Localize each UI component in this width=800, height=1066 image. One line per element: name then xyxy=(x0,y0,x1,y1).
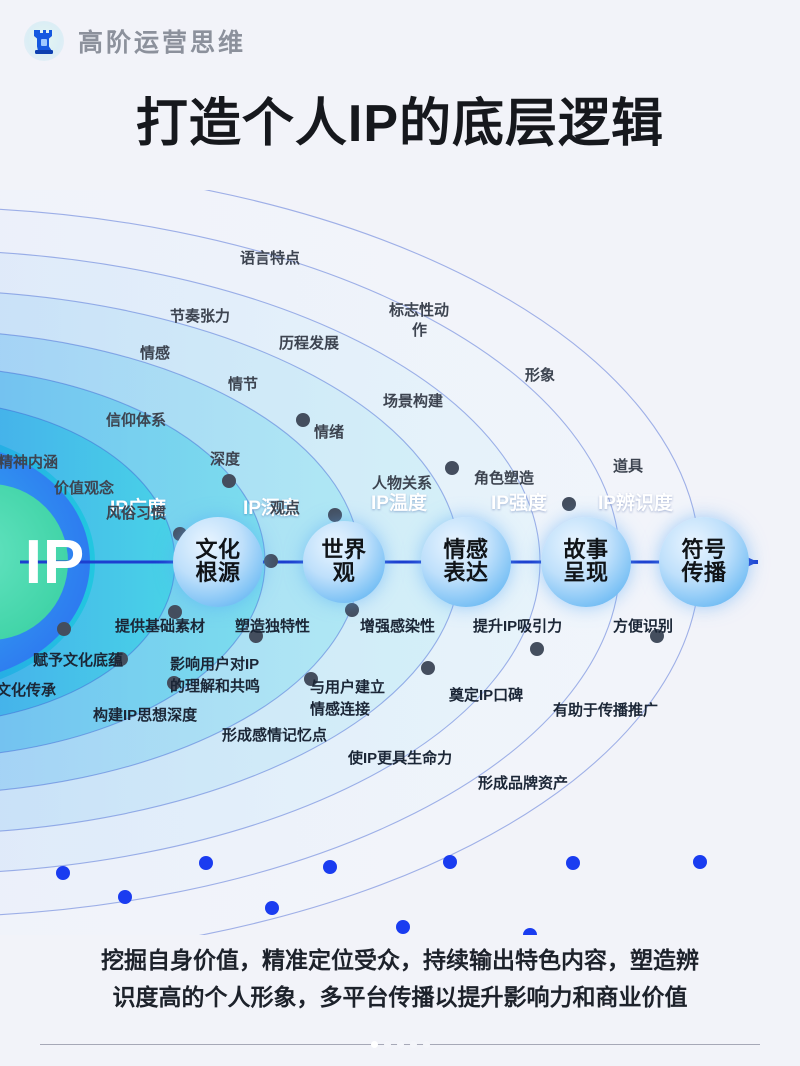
core-node-label: IP xyxy=(24,527,86,597)
stage-node-label-line2: 观 xyxy=(332,560,356,585)
stage-node-worldview[interactable]: 世界 观 xyxy=(303,521,385,603)
stage-node-label-line2: 表达 xyxy=(443,560,489,585)
page-indicator xyxy=(0,1041,800,1048)
stage-node-label-line2: 根源 xyxy=(195,560,241,585)
summary-text: 挖掘自身价值，精准定位受众，持续输出特色内容，塑造辨 识度高的个人形象，多平台传… xyxy=(0,942,800,1017)
stage-node-label-line1: 情感 xyxy=(443,537,489,563)
summary-line-2: 识度高的个人形象，多平台传播以提升影响力和商业价值 xyxy=(112,984,688,1011)
page-header: 高阶运营思维 xyxy=(0,0,800,82)
stage-node-label-line2: 呈现 xyxy=(563,560,609,585)
pager-dot[interactable] xyxy=(370,1041,378,1048)
stage-node-story-presentation[interactable]: 故事 呈现 xyxy=(541,517,631,607)
pager-dot[interactable] xyxy=(383,1041,391,1048)
stage-node-symbol-spread[interactable]: 符号 传播 xyxy=(659,517,749,607)
stage-node-label-line1: 文化 xyxy=(195,537,241,563)
pager-dots[interactable] xyxy=(370,1041,430,1048)
pager-dot[interactable] xyxy=(409,1041,417,1048)
pager-dot[interactable] xyxy=(422,1041,430,1048)
pager-dot[interactable] xyxy=(396,1041,404,1048)
stage-node-label-line2: 传播 xyxy=(681,560,727,585)
chess-rook-icon xyxy=(24,21,64,61)
stage-node-label-line1: 符号 xyxy=(681,537,727,563)
stage-node-label-line1: 世界 xyxy=(321,537,367,563)
brand-title: 高阶运营思维 xyxy=(78,29,247,57)
summary-line-1: 挖掘自身价值，精准定位受众，持续输出特色内容，塑造辨 xyxy=(101,947,699,973)
stage-node-label-line1: 故事 xyxy=(563,537,609,563)
core-node-ip[interactable]: IP xyxy=(0,522,110,602)
page-title: 打造个人IP的底层逻辑 xyxy=(135,95,665,153)
stage-node-cultural-roots[interactable]: 文化 根源 xyxy=(173,517,263,607)
stage-node-emotional-expression[interactable]: 情感 表达 xyxy=(421,517,511,607)
ip-logic-diagram: IP 文化 根源 世界 观 情感 表达 故事 呈现 符号 传播 IP广度 IP深… xyxy=(0,190,800,935)
